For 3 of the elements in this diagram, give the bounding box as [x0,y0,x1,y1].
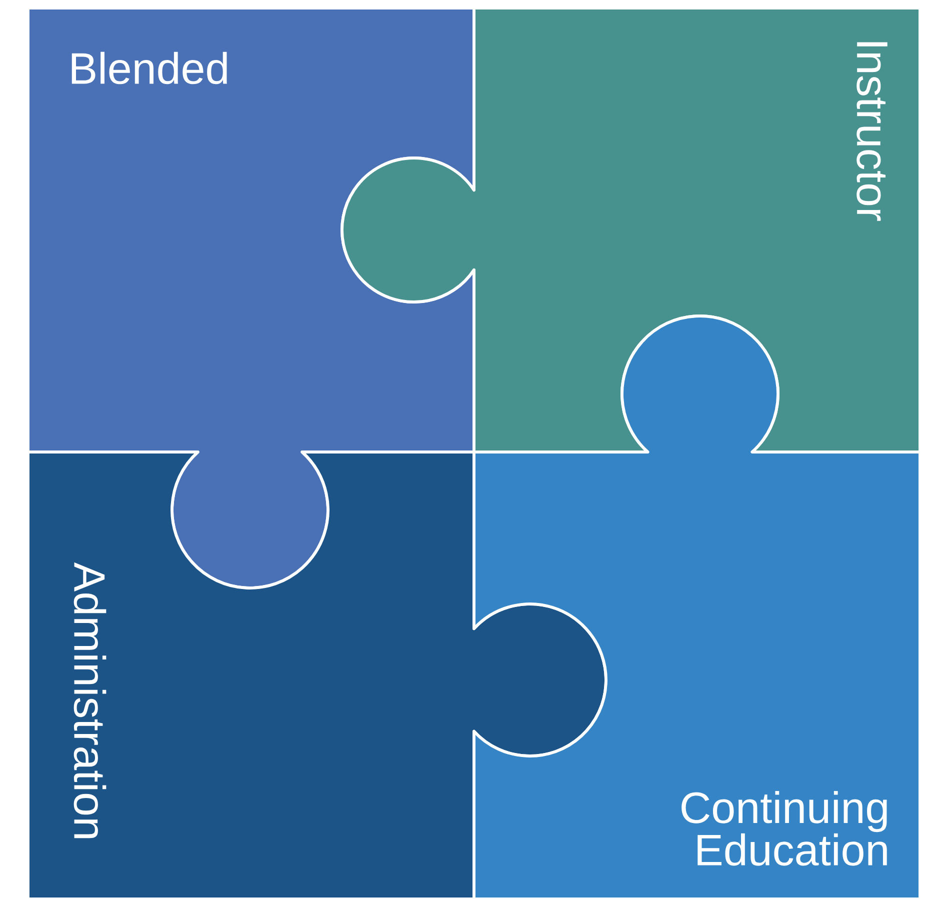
puzzle-piece: Instructor [340,6,922,454]
puzzle-piece: Administration [26,450,608,899]
puzzle-piece: Continuing Education [472,314,922,899]
